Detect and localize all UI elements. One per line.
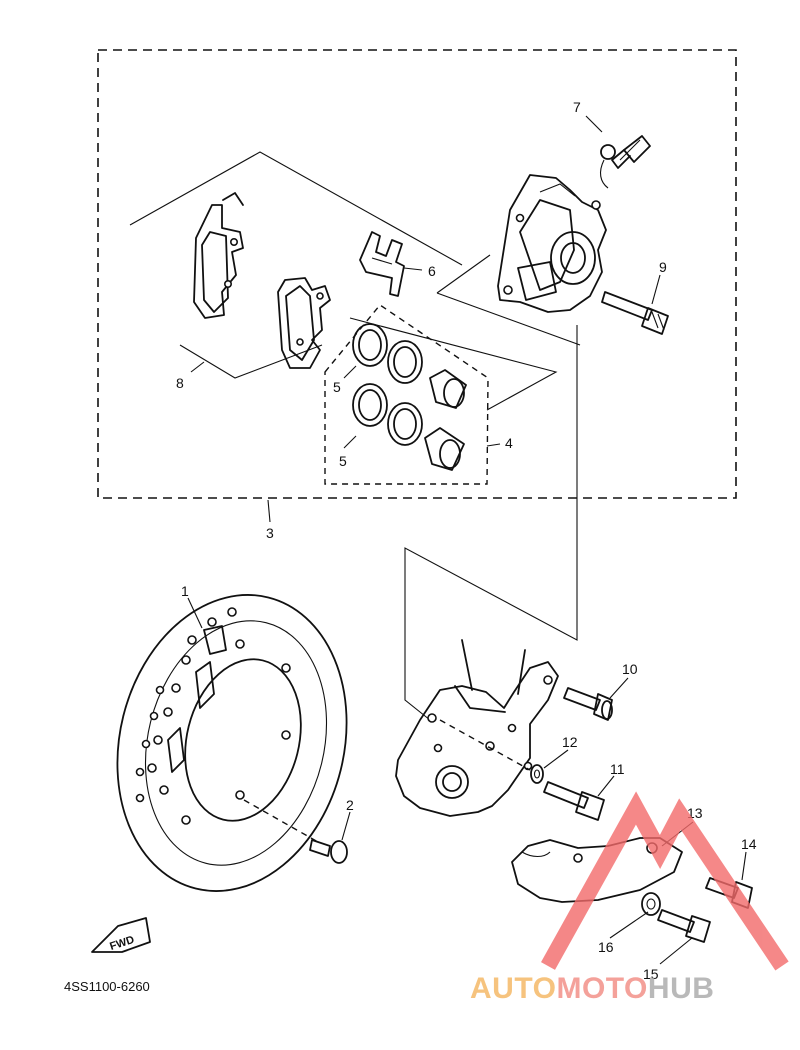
- caliper-mount-bolt-10: [563, 687, 613, 721]
- watermark-auto: AUTO: [470, 972, 556, 1005]
- seal-reference-plane: [349, 317, 558, 411]
- callout-2: 2: [346, 797, 354, 813]
- fwd-label: FWD: [108, 934, 136, 953]
- front-fork-lower: [395, 639, 559, 817]
- disc-bolt: [243, 799, 348, 864]
- callout-14: 14: [741, 836, 757, 852]
- brake-disc: [116, 594, 348, 892]
- callout-16: 16: [598, 939, 614, 955]
- watermark-triangle-logo: [541, 791, 789, 971]
- caliper-body: [497, 174, 607, 313]
- collar-11: [543, 781, 605, 821]
- callout-12: 12: [562, 734, 578, 750]
- washer-12: [530, 764, 544, 784]
- piston-seals: [352, 323, 423, 446]
- watermark-text: AUTOMOTOHUB: [470, 972, 714, 1005]
- caliper-assembly-boundary: [97, 49, 737, 499]
- watermark-moto: MOTO: [556, 972, 647, 1005]
- caliper-pistons: [424, 369, 467, 471]
- disc-protector: [511, 837, 683, 903]
- bleed-screw: [599, 135, 651, 189]
- watermark-hub: HUB: [648, 972, 715, 1005]
- callout-6: 6: [428, 263, 436, 279]
- callout-5a: 5: [333, 379, 341, 395]
- pad-lower-plane: [179, 344, 323, 379]
- automotohub-watermark: AUTOMOTOHUB: [470, 791, 789, 1005]
- callout-5b: 5: [339, 453, 347, 469]
- brake-pad-outer: [277, 277, 331, 369]
- callout-11: 11: [610, 761, 625, 777]
- callout-9: 9: [659, 259, 667, 275]
- washer-16: [641, 892, 661, 916]
- fwd-arrow-icon: FWD: [91, 917, 151, 953]
- brake-pad-inner: [193, 192, 244, 319]
- pad-reference-plane: [129, 151, 463, 266]
- callout-4: 4: [505, 435, 513, 451]
- pad-pin: [601, 291, 669, 335]
- callout-8: 8: [176, 375, 184, 391]
- callout-7: 7: [573, 99, 581, 115]
- caliper-to-fork-line: [404, 325, 578, 721]
- bolt-15: [657, 909, 711, 943]
- callout-3: 3: [266, 525, 274, 541]
- caliper-reference-plane: [436, 254, 491, 294]
- diagram-code: 4SS1100-6260: [64, 979, 150, 994]
- caliper-reference-plane-2: [436, 292, 581, 346]
- callout-1: 1: [181, 583, 189, 599]
- callout-numbers: 1 2 3 4 5 5 6 7 8 9 10 11 12 13 14 15 16: [176, 99, 757, 982]
- callout-15: 15: [643, 966, 659, 982]
- pad-spring-clip: [359, 231, 405, 297]
- callout-10: 10: [622, 661, 638, 677]
